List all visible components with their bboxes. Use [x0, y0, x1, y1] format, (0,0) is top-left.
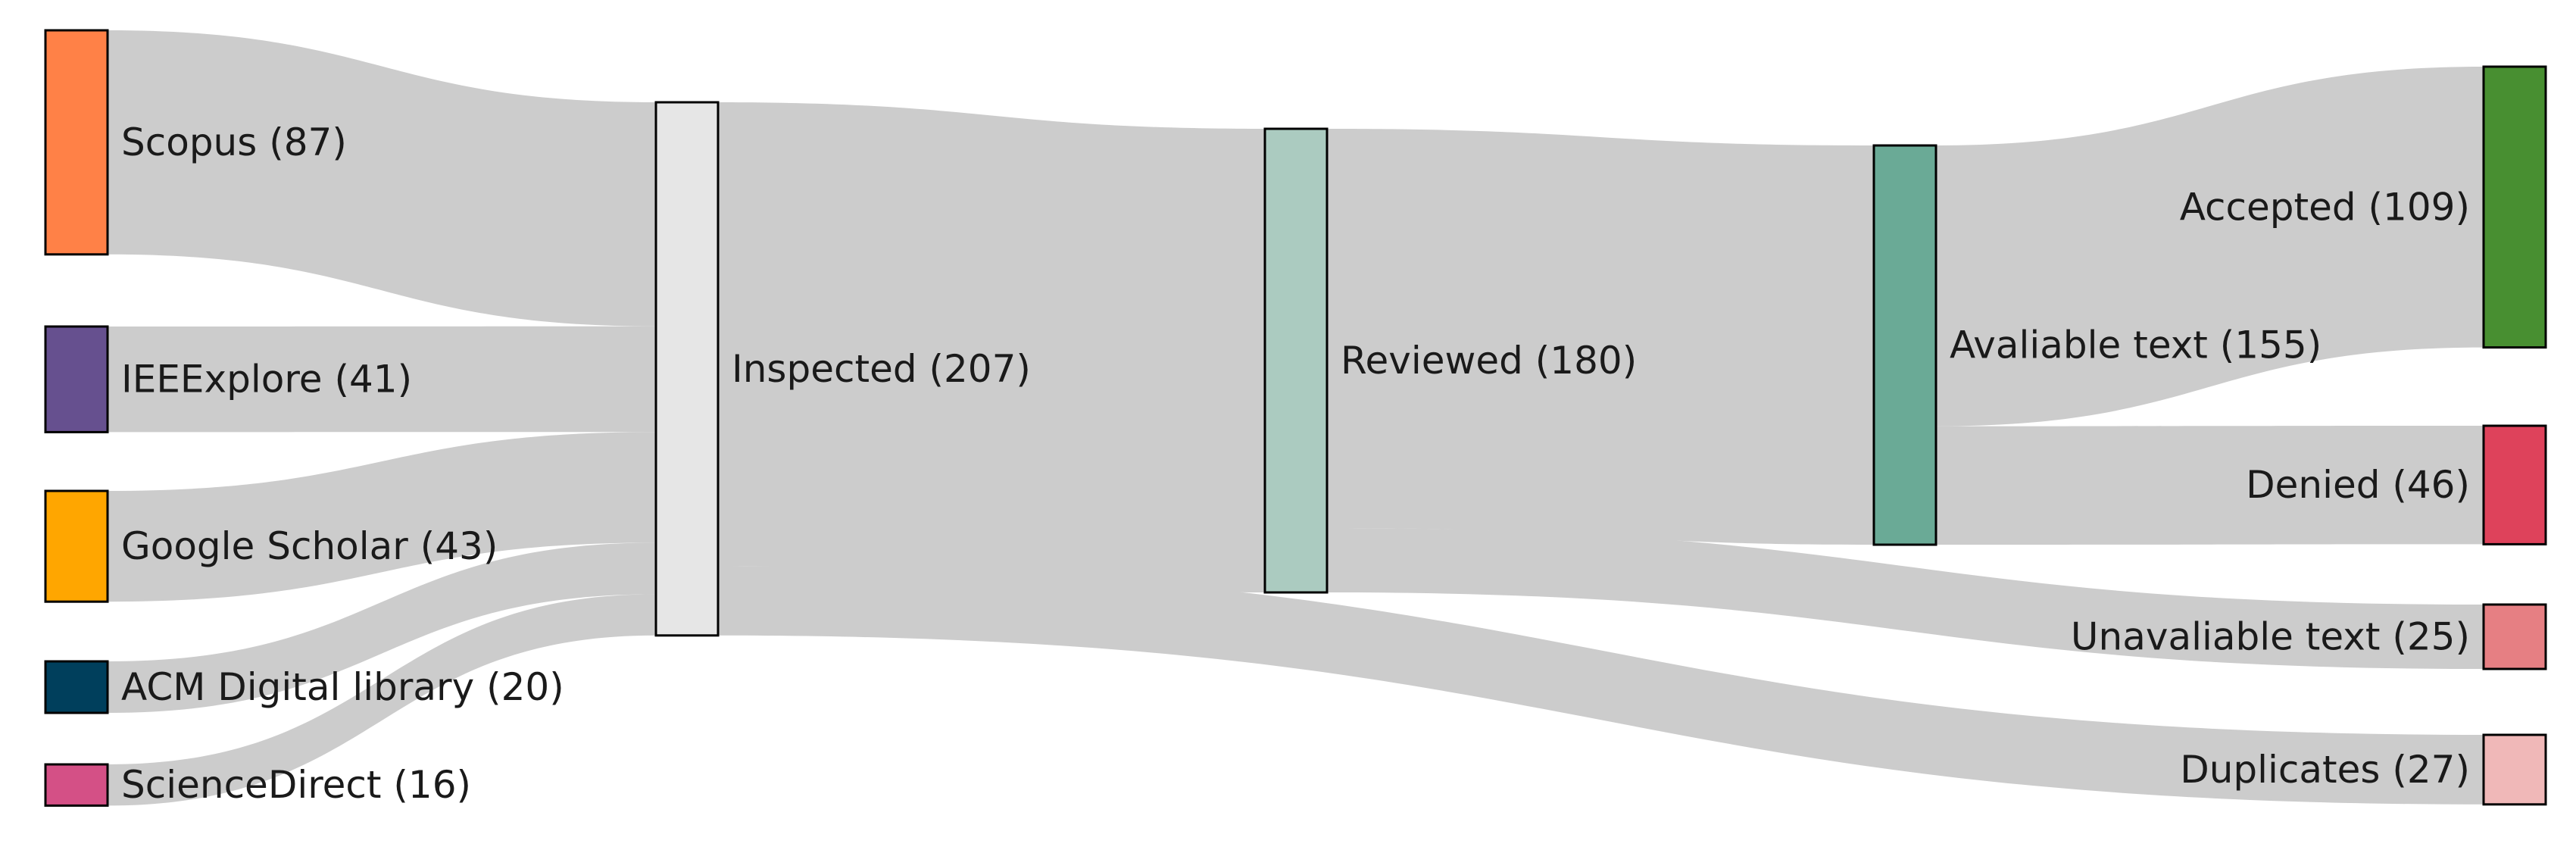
label-inspected: Inspected (207) — [732, 347, 1031, 391]
label-duplicates: Duplicates (27) — [2180, 748, 2470, 792]
link-ieeexplore-to-inspected — [108, 326, 656, 433]
link-inspected-to-reviewed — [718, 102, 1265, 592]
node-google-scholar — [44, 489, 109, 603]
label-scopus: Scopus (87) — [121, 120, 347, 164]
label-unavailable: Unavaliable text (25) — [2071, 615, 2470, 659]
node-ieeexplore — [44, 325, 109, 433]
node-denied — [2482, 424, 2547, 545]
link-acm-to-inspected — [108, 542, 656, 713]
link-sciencedirect-to-inspected — [108, 594, 656, 806]
node-duplicates — [2482, 733, 2547, 806]
node-inspected — [654, 101, 720, 637]
label-accepted: Accepted (109) — [2180, 185, 2470, 229]
node-unavailable — [2482, 603, 2547, 670]
link-google-scholar-to-inspected — [108, 432, 656, 602]
node-accepted — [2482, 65, 2547, 349]
label-denied: Denied (46) — [2246, 463, 2470, 507]
link-reviewed-to-unavailable — [1327, 528, 2484, 669]
node-reviewed — [1263, 127, 1329, 594]
link-inspected-to-duplicates — [718, 566, 2484, 805]
label-available: Avaliable text (155) — [1950, 323, 2322, 367]
nodes-layer — [44, 29, 2547, 807]
label-google-scholar: Google Scholar (43) — [121, 524, 498, 568]
node-sciencedirect — [44, 763, 109, 807]
label-ieeexplore: IEEExplore (41) — [121, 358, 412, 402]
link-reviewed-to-available — [1327, 129, 1874, 545]
link-scopus-to-inspected — [108, 30, 656, 327]
label-sciencedirect: ScienceDirect (16) — [121, 763, 471, 807]
label-reviewed: Reviewed (180) — [1341, 339, 1637, 383]
links-layer — [108, 30, 2484, 806]
node-scopus — [44, 29, 109, 256]
link-available-to-denied — [1936, 426, 2484, 545]
link-available-to-accepted — [1936, 67, 2484, 427]
node-available — [1872, 144, 1937, 546]
node-acm — [44, 660, 109, 714]
labels-layer: Scopus (87) IEEExplore (41) Google Scholar… — [121, 120, 2470, 807]
label-acm: ACM Digital library (20) — [121, 665, 564, 709]
